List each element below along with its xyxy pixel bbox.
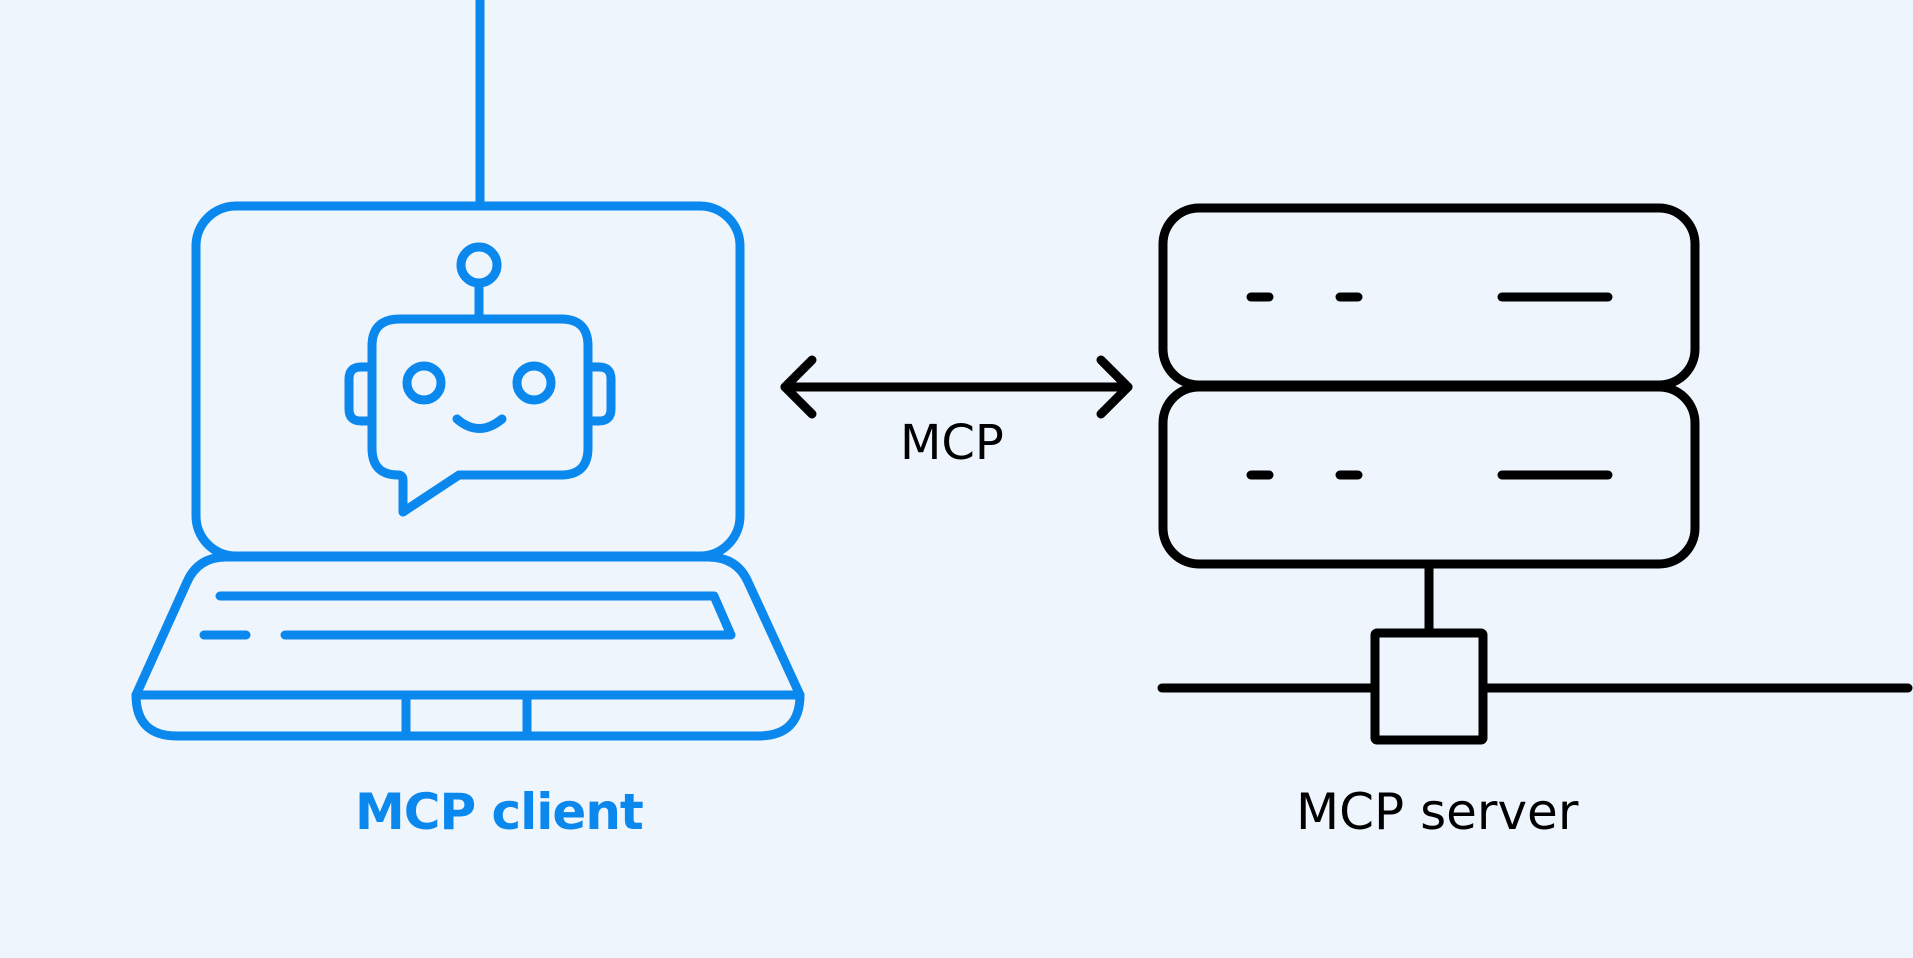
double-arrow-icon	[780, 355, 1133, 419]
server-stack-icon	[1157, 203, 1913, 745]
robot-right-ear	[583, 362, 616, 426]
arrow-head-right	[1096, 355, 1133, 419]
robot-head-speech-bubble	[367, 314, 593, 517]
robot-left-ear	[344, 362, 377, 426]
robot-right-eye	[512, 361, 556, 405]
protocol-label: MCP	[900, 415, 1004, 471]
robot-smile	[452, 414, 507, 433]
server-label: MCP server	[1296, 783, 1579, 841]
server-unit-top	[1158, 203, 1700, 390]
network-switch-box	[1370, 628, 1488, 745]
arrow-head-left	[780, 355, 817, 419]
laptop-screen	[191, 201, 745, 561]
robot-icon	[344, 242, 616, 517]
laptop-bottom	[131, 690, 805, 741]
server-unit-bottom	[1158, 382, 1700, 569]
laptop-keyboard	[199, 591, 736, 640]
laptop-robot-icon	[131, 201, 805, 741]
robot-antenna-ball	[456, 242, 502, 288]
client-label: MCP client	[355, 783, 644, 841]
robot-left-eye	[402, 361, 446, 405]
laptop-base	[131, 552, 805, 700]
